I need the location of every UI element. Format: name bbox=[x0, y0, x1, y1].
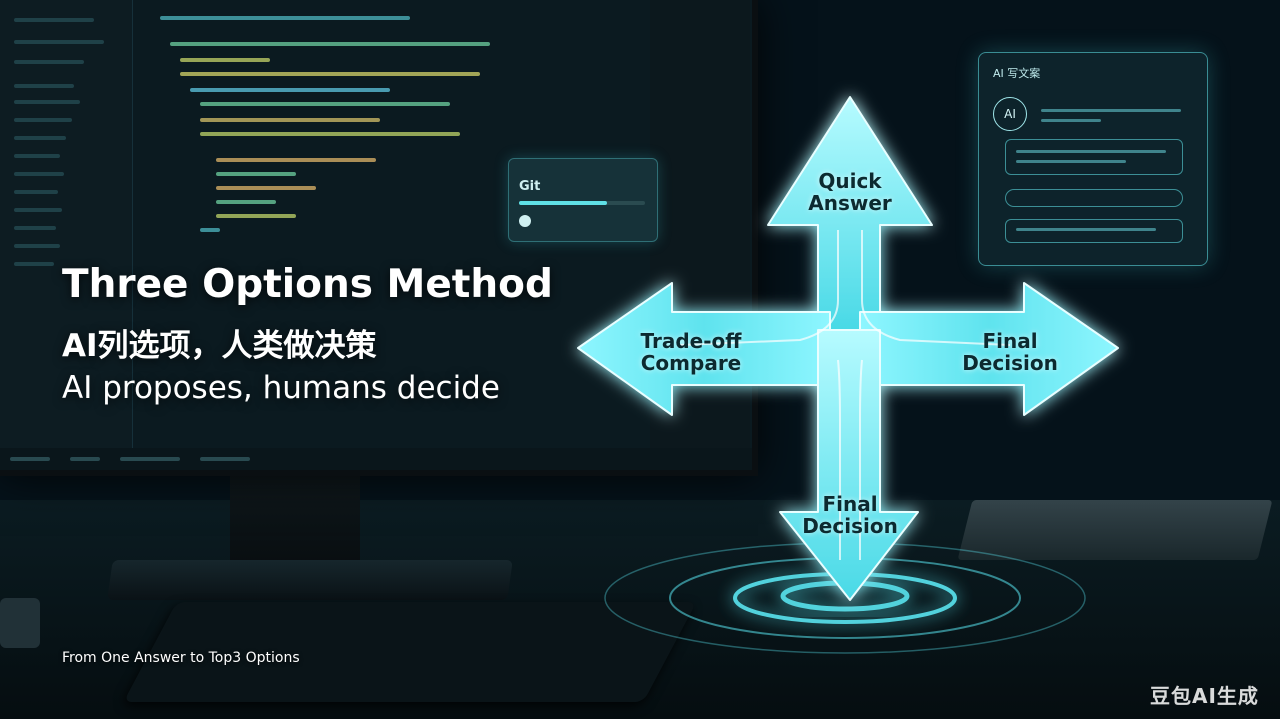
git-progress-bar bbox=[519, 201, 645, 205]
sign-label-left: Trade-off Compare bbox=[640, 329, 742, 375]
editor-sidebar bbox=[0, 0, 133, 448]
headline-subtitle-cn: AI列选项，人类做决策 bbox=[62, 328, 377, 364]
mug bbox=[0, 598, 40, 648]
ai-input-field bbox=[1005, 189, 1183, 207]
ai-message-box bbox=[1005, 139, 1183, 175]
headline-subtitle-en: AI proposes, humans decide bbox=[62, 370, 500, 406]
footer-note: From One Answer to Top3 Options bbox=[62, 650, 300, 666]
ai-text-line bbox=[1041, 119, 1101, 122]
monitor: Git bbox=[0, 0, 758, 476]
ai-text-line bbox=[1041, 109, 1181, 112]
editor-statusbar bbox=[0, 448, 752, 470]
arrow-down bbox=[779, 329, 919, 601]
git-panel-title: Git bbox=[519, 179, 541, 194]
ai-panel: AI 写文案 AI bbox=[978, 52, 1208, 266]
ai-message-box bbox=[1005, 219, 1183, 243]
ai-panel-title: AI 写文案 bbox=[993, 67, 1041, 80]
sign-label-down: Final Decision bbox=[802, 492, 898, 538]
git-status-icon bbox=[519, 215, 531, 227]
sign-label-up: Quick Answer bbox=[808, 169, 892, 215]
git-panel: Git bbox=[508, 158, 658, 242]
headline-title: Three Options Method bbox=[62, 262, 553, 307]
watermark: 豆包AI生成 bbox=[1150, 684, 1259, 708]
sign-label-right: Final Decision bbox=[962, 329, 1058, 375]
ai-avatar-icon: AI bbox=[993, 97, 1027, 131]
code-editor bbox=[140, 0, 640, 440]
